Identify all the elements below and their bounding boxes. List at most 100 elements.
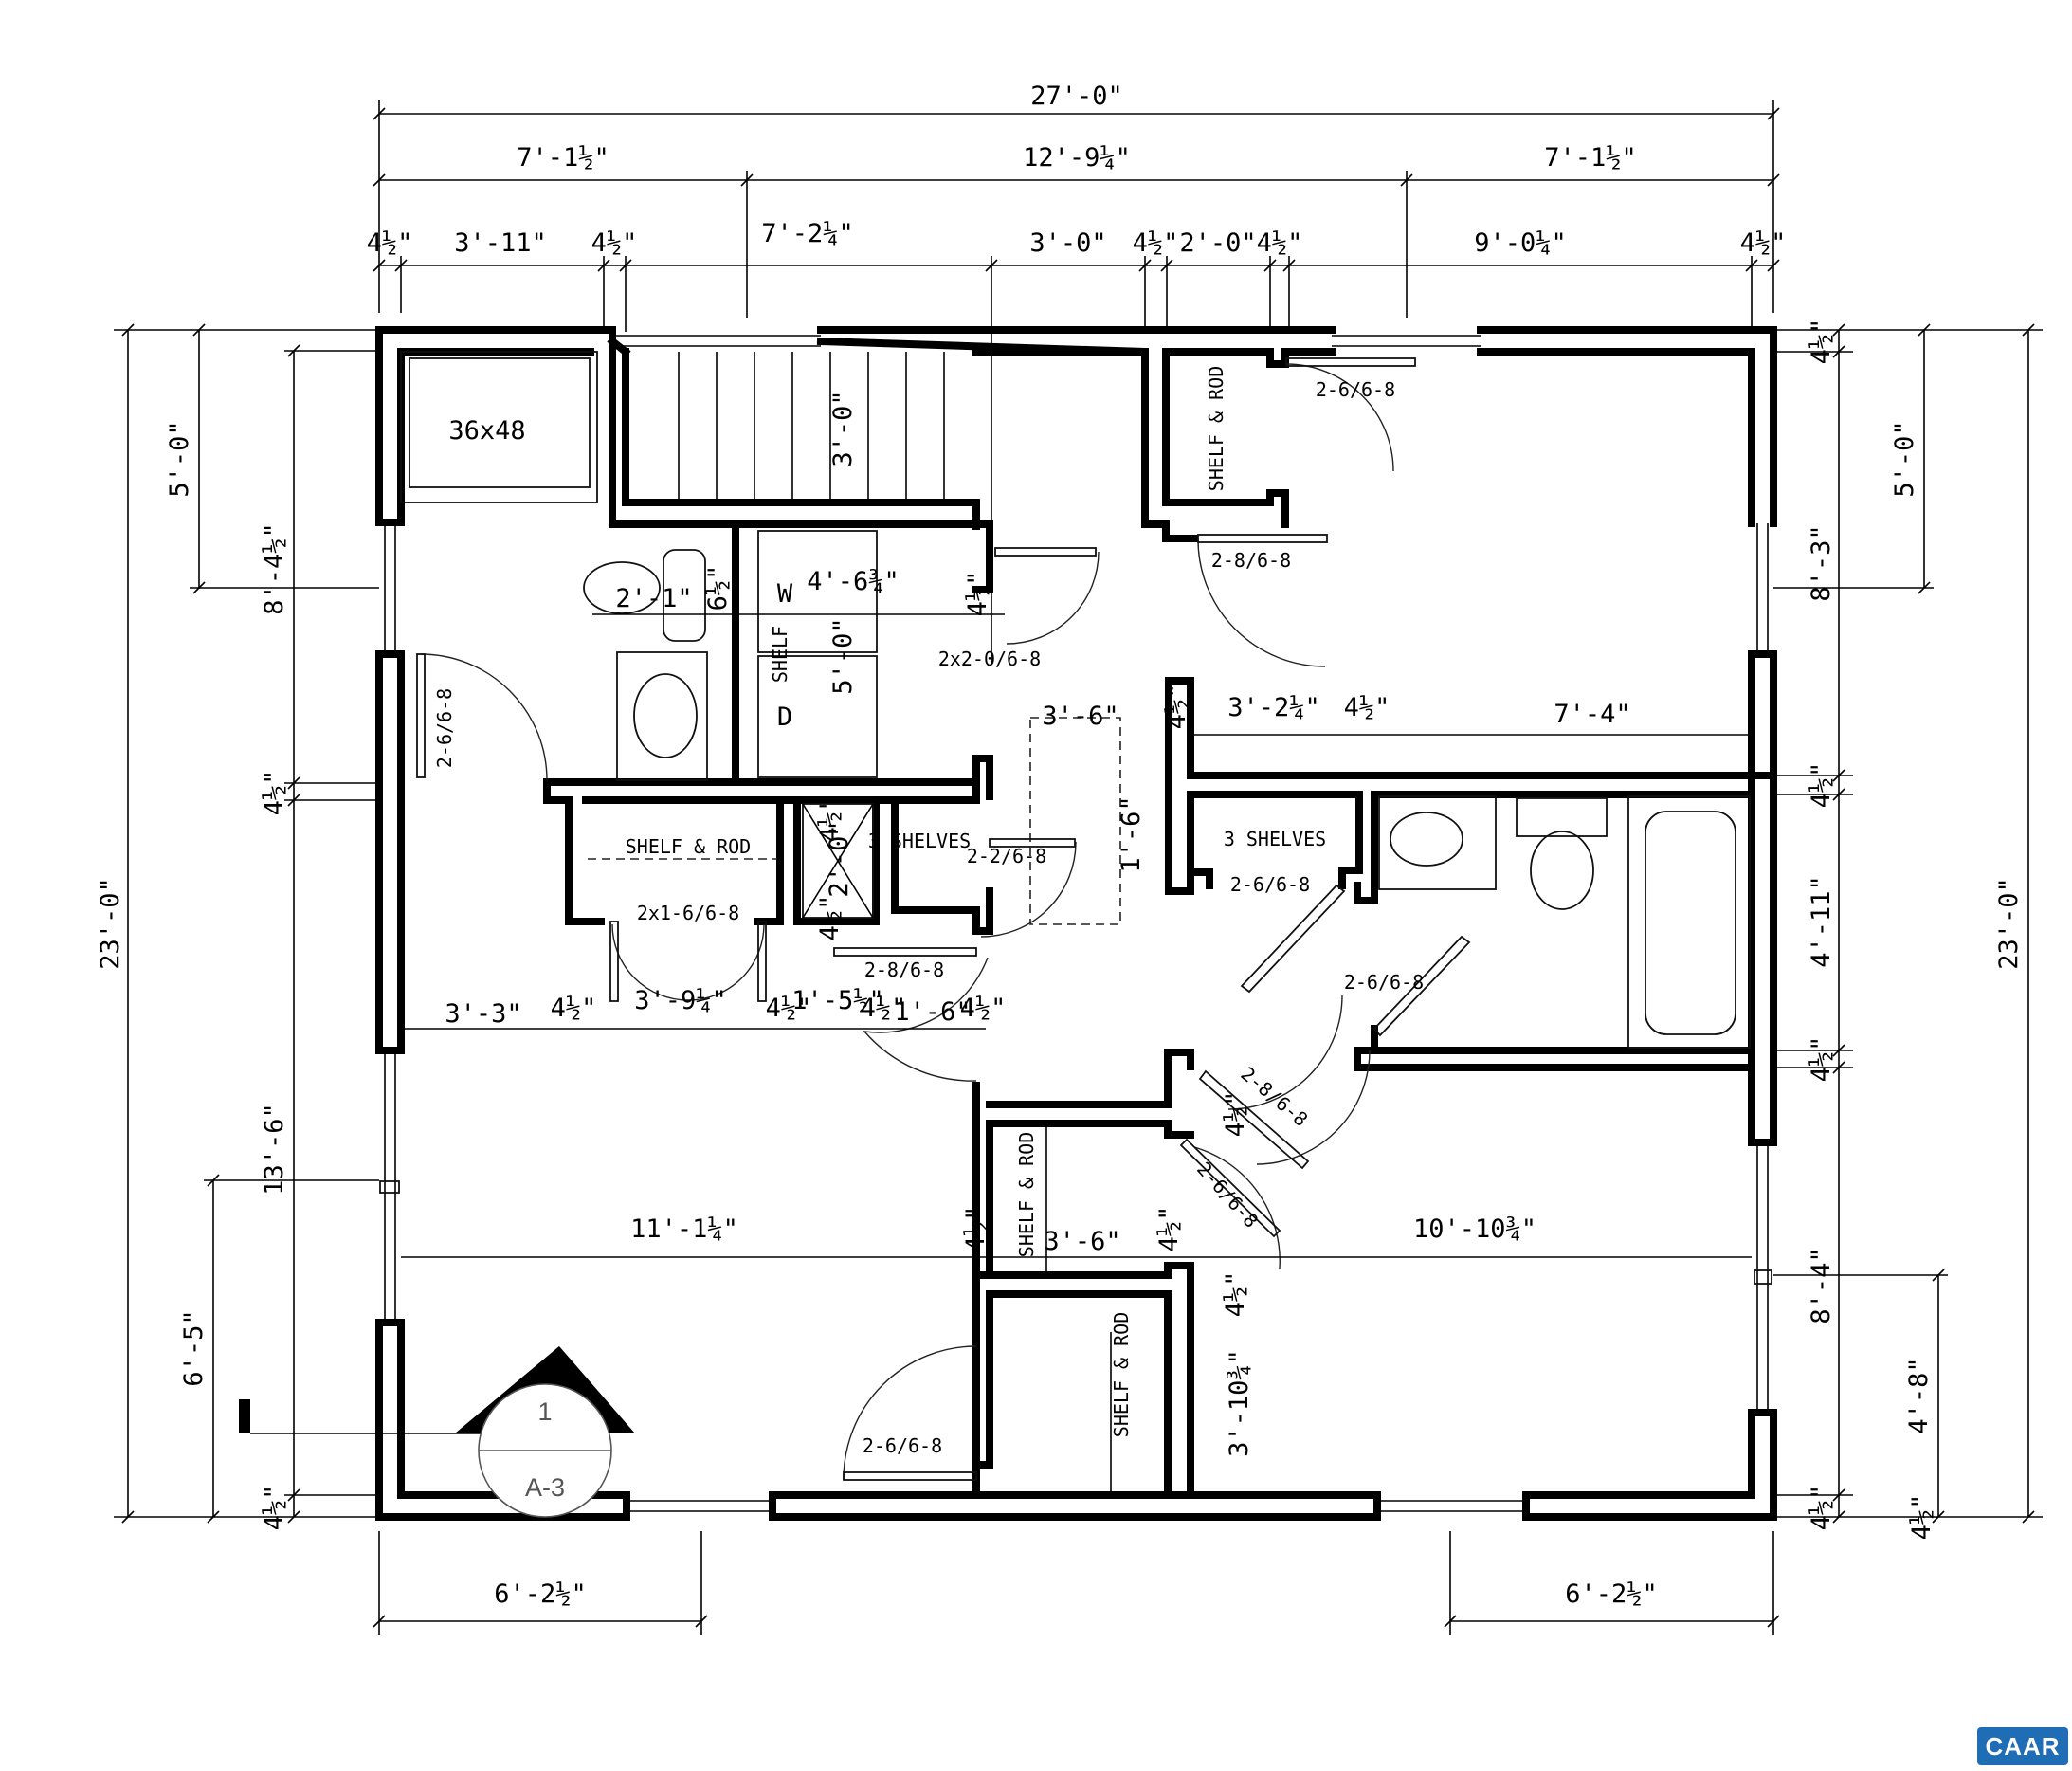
- dim-right-overall: 23'-0": [1994, 877, 2024, 970]
- door-label-7: 2-6/6-8: [1230, 873, 1310, 896]
- section-sheet: A-3: [525, 1473, 565, 1502]
- label-closet-bed-left: SHELF & ROD: [1015, 1132, 1038, 1257]
- windows: [379, 335, 1772, 1512]
- dim-row3-5: 4½": [1133, 228, 1179, 258]
- dim-int-6: 3'-6": [1042, 702, 1118, 731]
- dimension-lines: [114, 100, 2043, 1635]
- dim-int-28: 4½": [1221, 1091, 1250, 1138]
- dim-left-5: 4½": [260, 1485, 289, 1531]
- dim-row3-7: 4½": [1257, 228, 1303, 258]
- dim-int-26: 4½": [1154, 1206, 1184, 1252]
- door-label-11: 2-6/6-8: [863, 1434, 942, 1457]
- section-marker: 1 A-3: [239, 1346, 635, 1518]
- door-label-6: 2-8/6-8: [864, 959, 944, 981]
- dim-int-0: 3'-0": [828, 390, 858, 466]
- top-dimension-text: 27'-0" 7'-1½" 12'-9¼" 7'-1½" 4½" 3'-11" …: [367, 82, 1787, 258]
- dim-int-18: 4½": [766, 994, 812, 1023]
- dim-left-3: 13'-6": [260, 1103, 289, 1196]
- left-dimension-text: 23'-0" 5'-0" 8'-4½" 4½" 13'-6" 6'-5" 4½": [96, 420, 289, 1530]
- dim-int-29: 4½": [1221, 1271, 1250, 1318]
- dim-row3-1: 3'-11": [454, 228, 547, 258]
- door-label-10: 2-6/6-8: [1192, 1158, 1263, 1232]
- door-swings: [416, 357, 1471, 1481]
- label-shower: 36x48: [448, 416, 525, 446]
- dim-row3-4: 3'-0": [1029, 228, 1106, 258]
- dim-int-25: 3'-6": [1044, 1227, 1120, 1256]
- label-shelves-1: 3 SHELVES: [868, 830, 971, 852]
- door-label-0: 2-6/6-8: [1316, 378, 1395, 401]
- dim-left-1: 8'-4½": [260, 522, 289, 615]
- interior-walls: [543, 336, 1776, 1499]
- dim-int-23: 11'-1¼": [630, 1214, 738, 1244]
- dim-left-2: 4½": [260, 770, 289, 816]
- dim-row3-3: 7'-2¼": [761, 219, 854, 248]
- dim-left-4: 6'-5": [179, 1309, 209, 1386]
- label-closet-mid: SHELF & ROD: [626, 835, 751, 858]
- door-label-4: 2x1-6/6-8: [637, 902, 739, 924]
- dim-int-31: 4½": [1907, 1494, 1936, 1541]
- dim-int-21: 1'-6": [894, 997, 971, 1027]
- dim-right-5: 4½": [1807, 1036, 1836, 1083]
- dim-int-15: 3'-3": [445, 999, 521, 1029]
- dim-right-6: 8'-4": [1807, 1247, 1836, 1324]
- door-label-5: 2-2/6-8: [967, 845, 1046, 867]
- dim-left-overall: 23'-0": [96, 877, 125, 970]
- dim-int-22: 4½": [960, 994, 1007, 1023]
- dim-int-2: 6½": [703, 565, 733, 612]
- interior-dimension-text: 3'-0" 2'-1" 6½" 4'-6¾" 4½" 5'-0" 3'-6" 1…: [445, 390, 1936, 1540]
- dim-top-left: 7'-1½": [517, 143, 609, 173]
- dim-int-13: 2'-0": [825, 820, 854, 897]
- dim-int-20: 4½": [861, 994, 907, 1023]
- shower: [400, 351, 598, 503]
- bottom-dimension-text: 6'-2½" 6'-2½": [494, 1579, 1658, 1609]
- dim-right-7: 4'-8": [1904, 1357, 1934, 1433]
- dim-top-center: 12'-9¼": [1023, 143, 1131, 173]
- dim-int-9: 3'-2¼": [1227, 693, 1320, 722]
- dim-int-11: 7'-4": [1554, 700, 1630, 729]
- label-closet-top: SHELF & ROD: [1205, 366, 1227, 491]
- dim-int-27: 10'-10¾": [1413, 1214, 1536, 1244]
- dim-row3-2: 4½": [591, 228, 638, 258]
- label-dryer: D: [777, 703, 792, 732]
- dim-row3-0: 4½": [367, 228, 413, 258]
- dim-bottom-right: 6'-2½": [1565, 1579, 1658, 1609]
- label-shelves-2: 3 SHELVES: [1224, 828, 1326, 850]
- dim-int-19: 1'-5½": [791, 986, 884, 1015]
- door-label-8: 2-6/6-8: [1344, 971, 1424, 994]
- dim-overall-top: 27'-0": [1030, 82, 1123, 111]
- right-dimension-text: 23'-0" 4½" 5'-0" 8'-3" 4½" 4'-11" 4½" 8'…: [1807, 319, 2024, 1531]
- dim-int-24: 4½": [961, 1206, 991, 1252]
- dim-right-8: 4½": [1807, 1485, 1836, 1531]
- dim-left-0: 5'-0": [165, 420, 194, 497]
- dim-row3-8: 9'-0¼": [1474, 228, 1567, 258]
- section-number: 1: [537, 1397, 552, 1426]
- dim-int-12: 4½": [815, 796, 845, 843]
- label-laundry-shelf: SHELF: [769, 626, 791, 683]
- dim-bottom-left: 6'-2½": [494, 1579, 587, 1609]
- dim-int-14: 4½": [815, 895, 845, 941]
- dim-top-right: 7'-1½": [1544, 143, 1637, 173]
- dim-int-5: 5'-0": [828, 617, 858, 694]
- dim-row3-9: 4½": [1740, 228, 1787, 258]
- dim-int-17: 3'-9¼": [634, 986, 727, 1015]
- dim-right-3: 4½": [1807, 762, 1836, 809]
- label-closet-bed-right: SHELF & ROD: [1110, 1312, 1133, 1437]
- dim-int-30: 3'-10¾": [1225, 1349, 1254, 1457]
- door-label-2: 2x2-0/6-8: [938, 648, 1041, 670]
- dim-int-7: 1'-6": [1117, 795, 1146, 872]
- dim-row3-6: 2'-0": [1179, 228, 1256, 258]
- fixtures: [400, 351, 1751, 1495]
- stairs: [678, 352, 945, 502]
- room-labels: 36x48 W D SHELF SHELF & ROD SHELF & ROD …: [448, 366, 1326, 1437]
- label-washer: W: [777, 579, 793, 609]
- door-label-3: 2-6/6-8: [433, 688, 456, 768]
- dim-right-4: 4'-11": [1807, 875, 1836, 968]
- dim-right-0: 4½": [1807, 319, 1836, 365]
- dim-right-2: 8'-3": [1807, 524, 1836, 601]
- dim-int-4: 4½": [963, 571, 992, 617]
- dim-int-10: 4½": [1344, 693, 1390, 722]
- dim-int-3: 4'-6¾": [807, 567, 900, 596]
- dim-right-1: 5'-0": [1890, 420, 1919, 497]
- dim-int-16: 4½": [551, 994, 597, 1023]
